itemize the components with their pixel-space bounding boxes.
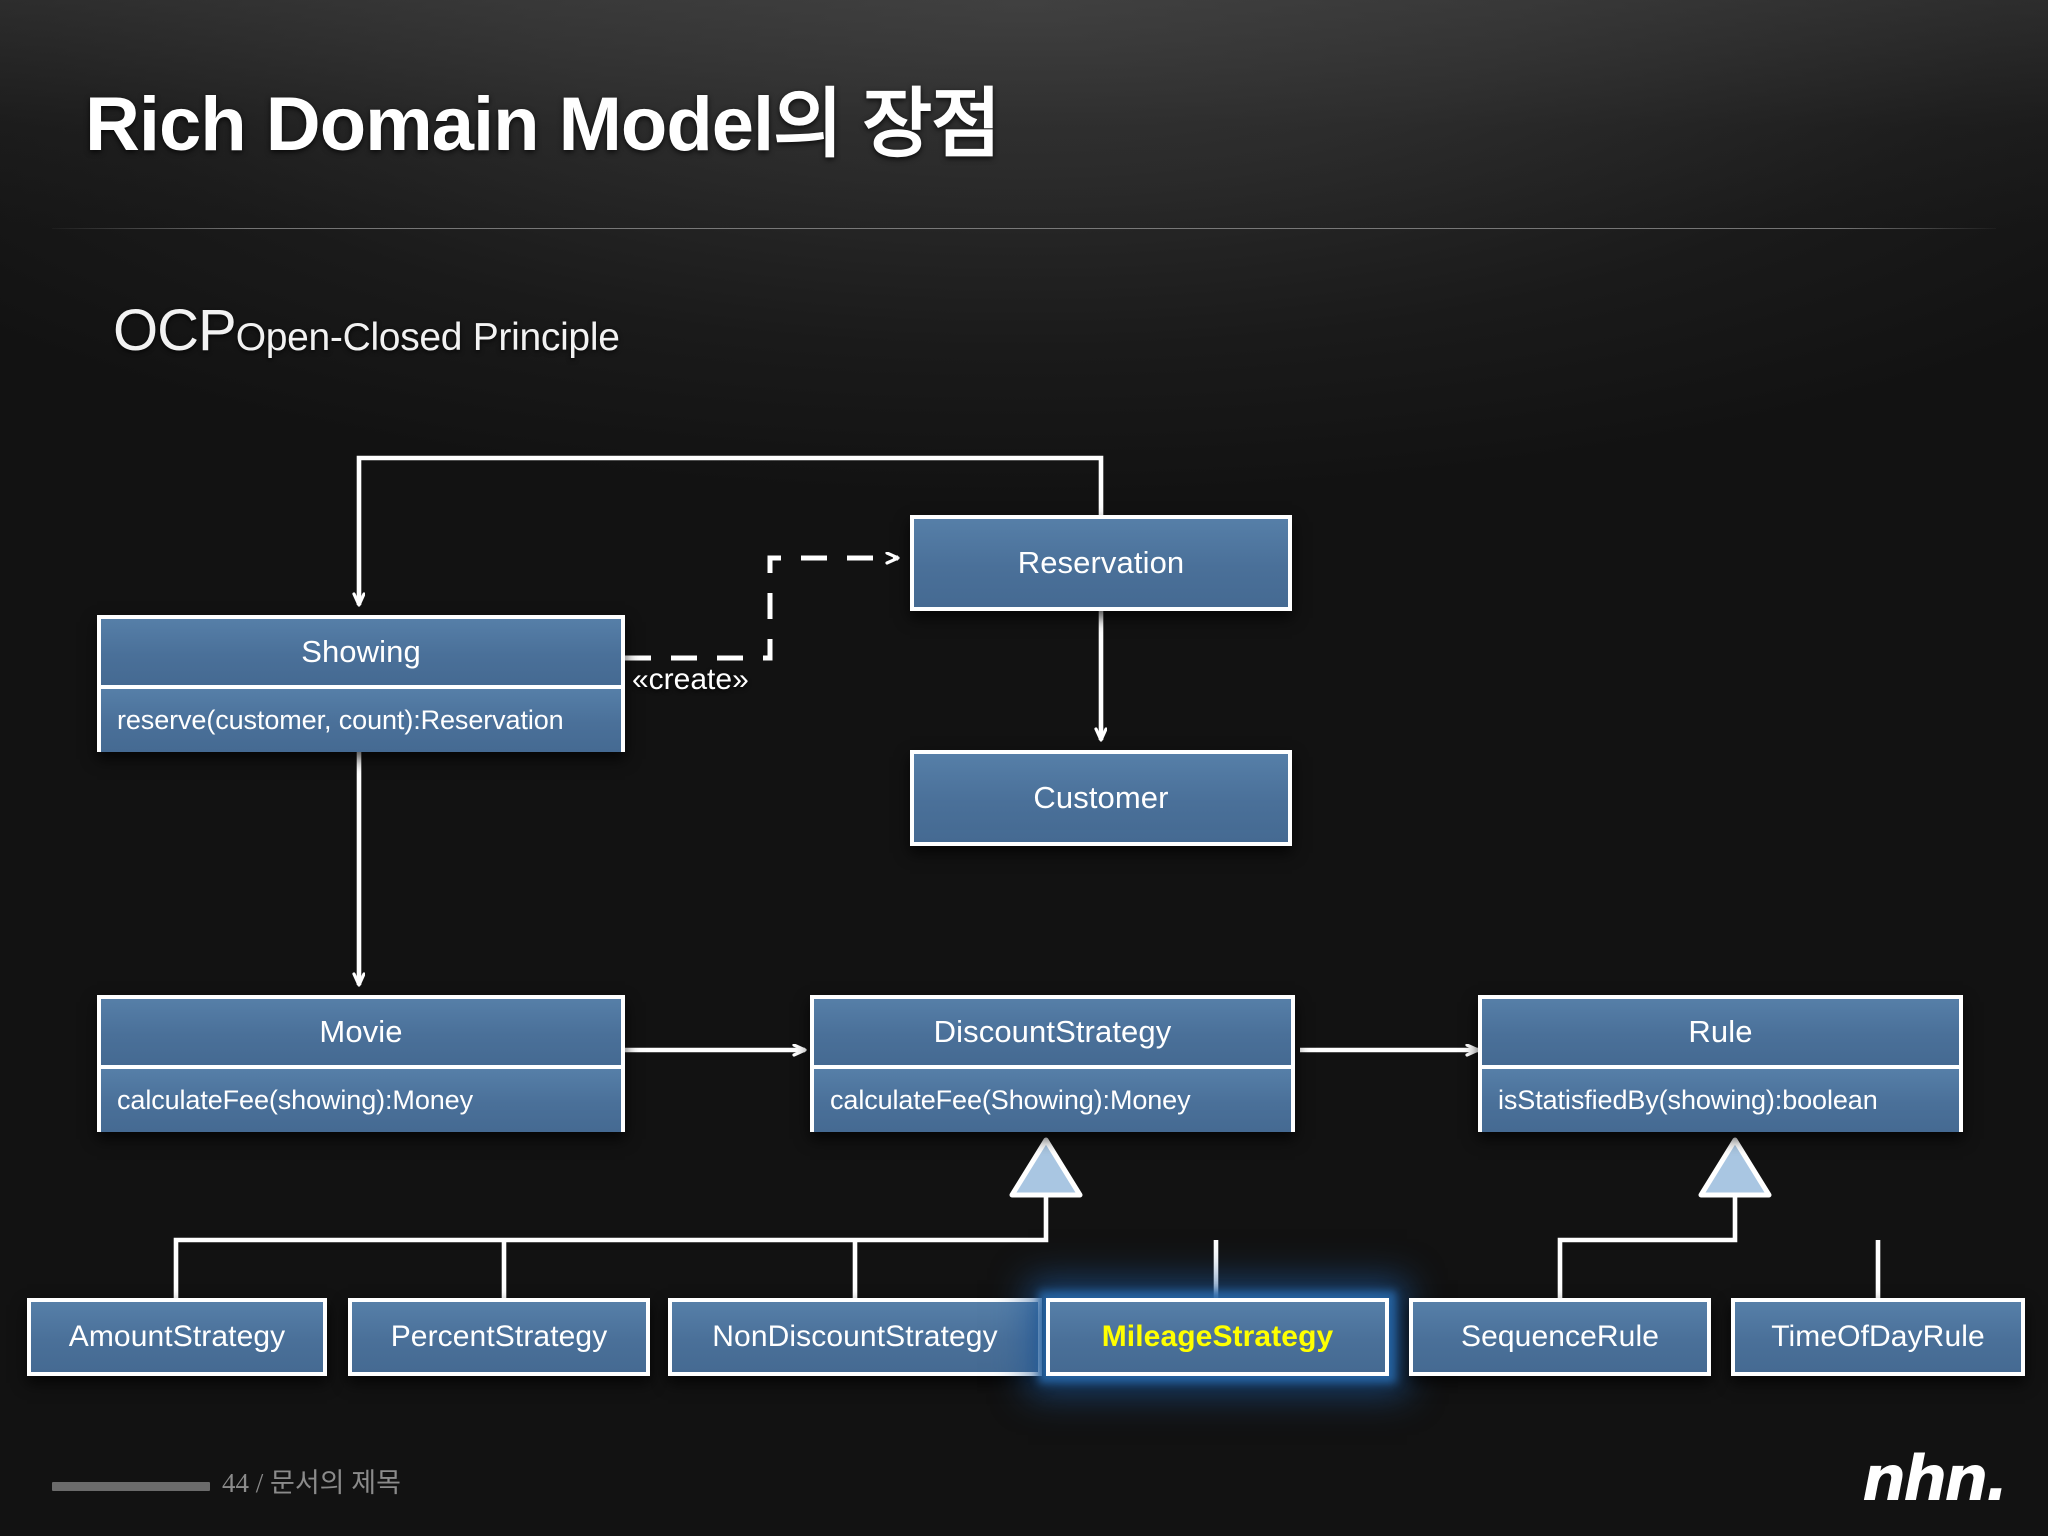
class-name-nondiscountstrategy: NonDiscountStrategy <box>672 1302 1038 1372</box>
class-name-sequencerule: SequenceRule <box>1413 1302 1707 1372</box>
title-divider <box>52 228 1996 229</box>
class-name-movie: Movie <box>101 999 621 1065</box>
subtitle-abbr: OCP <box>113 298 237 363</box>
footer-page-marker: 44 / 문서의 제목 <box>222 1468 401 1498</box>
class-node-mileagestrategy[interactable]: MileageStrategy <box>1046 1298 1389 1376</box>
create-dependency-arrow <box>625 558 898 661</box>
footer-progress-bar <box>52 1482 210 1491</box>
class-node-percentstrategy[interactable]: PercentStrategy <box>348 1298 650 1376</box>
class-name-rule: Rule <box>1482 999 1959 1065</box>
class-node-sequencerule[interactable]: SequenceRule <box>1409 1298 1711 1376</box>
subtitle: OCPOpen-Closed Principle <box>113 297 620 364</box>
class-node-rule[interactable]: Rule isStatisfiedBy(showing):boolean <box>1478 995 1963 1132</box>
class-name-reservation: Reservation <box>914 519 1288 607</box>
class-node-timeofdayrule[interactable]: TimeOfDayRule <box>1731 1298 2025 1376</box>
class-node-showing[interactable]: Showing reserve(customer, count):Reserva… <box>97 615 625 752</box>
subtitle-expansion: Open-Closed Principle <box>235 316 620 359</box>
class-name-amountstrategy: AmountStrategy <box>31 1302 323 1372</box>
inheritance-triangle-discountstrategy <box>1009 1137 1083 1198</box>
class-node-nondiscountstrategy[interactable]: NonDiscountStrategy <box>668 1298 1042 1376</box>
nhn-logo: nhn. <box>1862 1442 2009 1515</box>
class-node-reservation[interactable]: Reservation <box>910 515 1292 611</box>
class-operation-movie: calculateFee(showing):Money <box>101 1065 621 1132</box>
page-title: Rich Domain Model의 장점 <box>85 82 1001 167</box>
class-operation-discountstrategy: calculateFee(Showing):Money <box>814 1065 1291 1132</box>
class-node-movie[interactable]: Movie calculateFee(showing):Money <box>97 995 625 1132</box>
class-name-showing: Showing <box>101 619 621 685</box>
class-name-mileagestrategy: MileageStrategy <box>1050 1302 1385 1372</box>
class-node-discountstrategy[interactable]: DiscountStrategy calculateFee(Showing):M… <box>810 995 1295 1132</box>
class-name-timeofdayrule: TimeOfDayRule <box>1735 1302 2021 1372</box>
create-stereotype-label: «create» <box>632 663 749 696</box>
class-operation-showing: reserve(customer, count):Reservation <box>101 685 621 752</box>
class-name-percentstrategy: PercentStrategy <box>352 1302 646 1372</box>
class-name-customer: Customer <box>914 754 1288 842</box>
class-node-amountstrategy[interactable]: AmountStrategy <box>27 1298 327 1376</box>
class-operation-rule: isStatisfiedBy(showing):boolean <box>1482 1065 1959 1132</box>
inheritance-triangle-rule <box>1698 1137 1772 1198</box>
class-node-customer[interactable]: Customer <box>910 750 1292 846</box>
class-name-discountstrategy: DiscountStrategy <box>814 999 1291 1065</box>
